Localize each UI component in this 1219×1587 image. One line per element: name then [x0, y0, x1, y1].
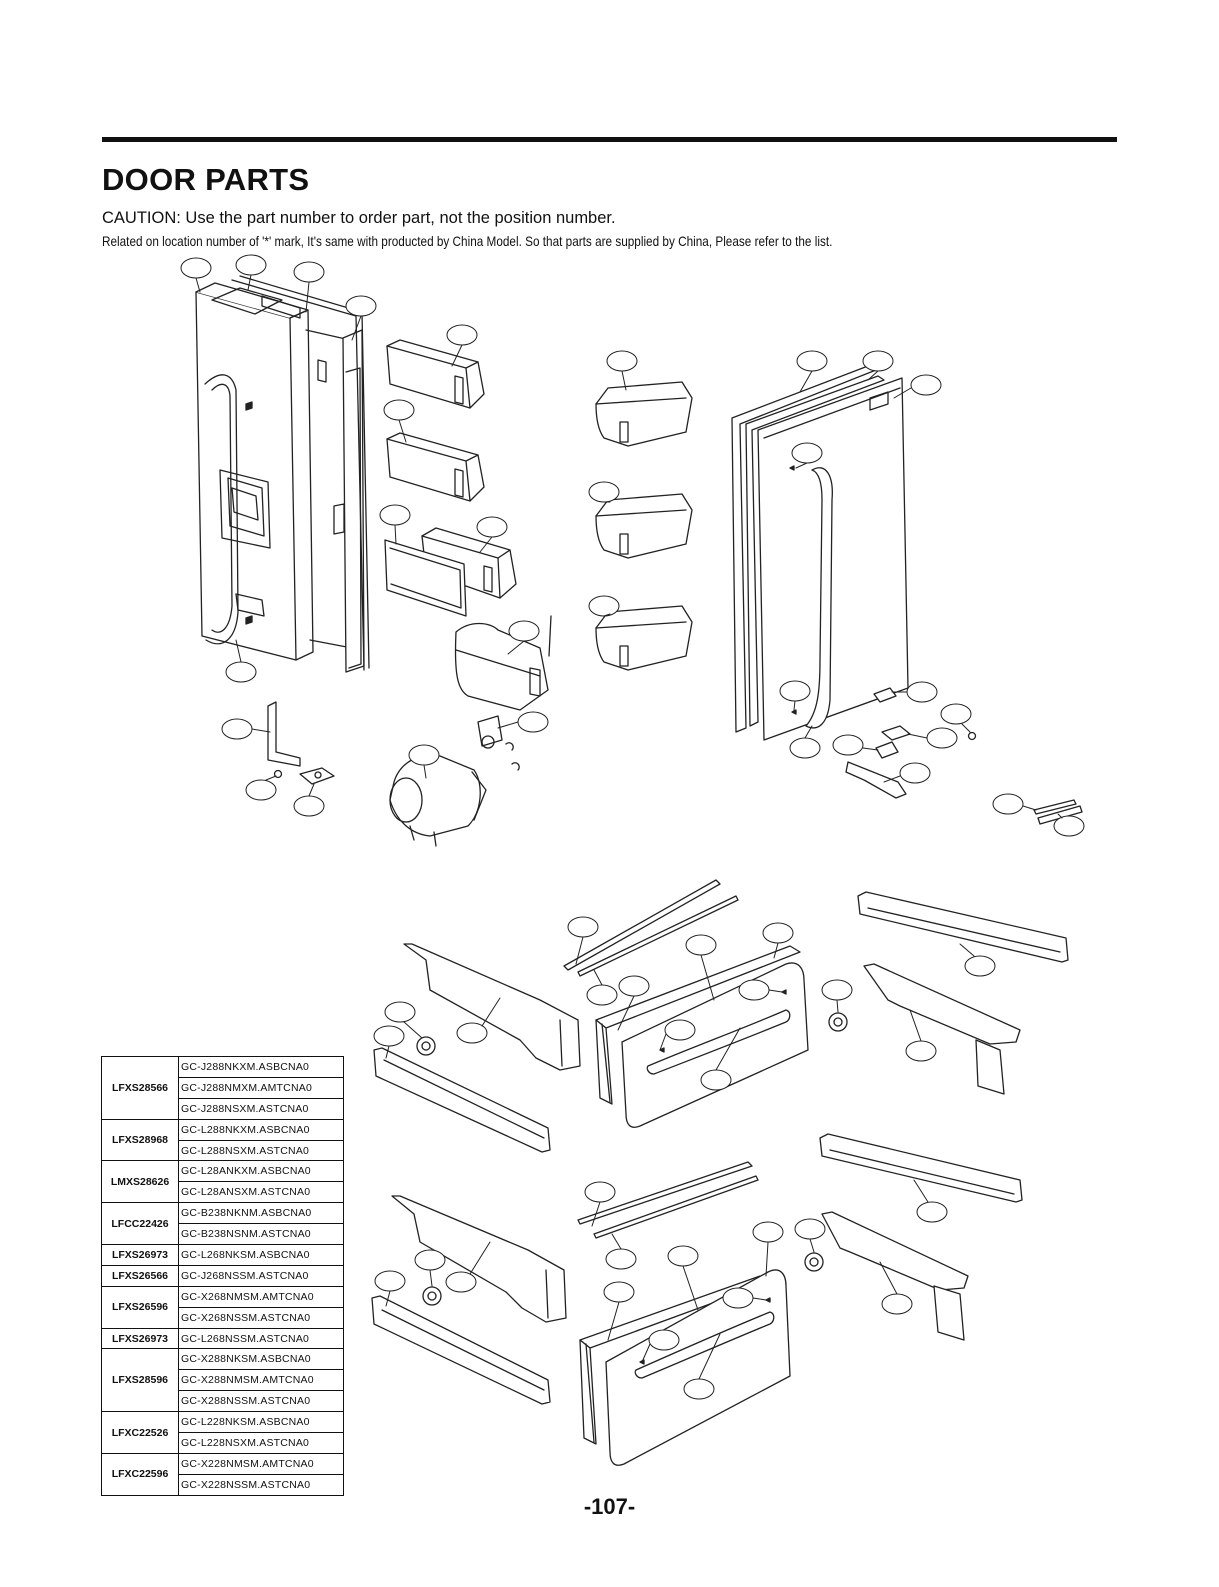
china-model-code-cell: GC-X268NSSM.ASTCNA0 [178, 1306, 344, 1329]
table-row: GC-X228NSSM.ASTCNA0 [102, 1473, 344, 1496]
china-model-code-cell: GC-L288NKXM.ASBCNA0 [178, 1118, 344, 1141]
table-row: GC-X288NMSM.AMTCNA0 [102, 1369, 344, 1392]
table-row: GC-L288NSXM.ASTCNA0 [102, 1139, 344, 1162]
model-number-cell: LFXS26973 [101, 1327, 179, 1350]
table-row: GC-J288NSXM.ASTCNA0 [102, 1097, 344, 1120]
model-number-cell: LFCC22426 [101, 1202, 179, 1246]
model-number-cell: LFXC22596 [101, 1452, 179, 1496]
model-number-cell: LFXC22526 [101, 1411, 179, 1454]
model-number-cell: LFXS26973 [101, 1244, 179, 1266]
china-model-code-cell: GC-L288NSXM.ASTCNA0 [178, 1139, 344, 1162]
left-door-assembly [195, 282, 365, 673]
model-number-cell: LFXS26596 [101, 1285, 179, 1329]
model-number-cell: LFXS28968 [101, 1118, 179, 1162]
table-row: GC-L228NSXM.ASTCNA0 [102, 1432, 344, 1454]
table-row: GC-J288NMXM.AMTCNA0 [102, 1076, 344, 1099]
china-model-code-cell: GC-J288NKXM.ASBCNA0 [178, 1056, 344, 1078]
china-model-code-cell: GC-J288NSXM.ASTCNA0 [178, 1097, 344, 1120]
right-door-bins [595, 381, 693, 671]
page-title: DOOR PARTS [102, 162, 310, 197]
table-row: GC-X268NSSM.ASTCNA0 [102, 1306, 344, 1329]
model-number-cell: LMXS28626 [101, 1160, 179, 1204]
right-door-assembly [731, 365, 909, 741]
china-model-code-cell: GC-X228NMSM.AMTCNA0 [178, 1452, 344, 1475]
right-hinge-parts [845, 687, 1083, 825]
china-model-code-cell: GC-B238NKNM.ASBCNA0 [178, 1202, 344, 1225]
china-model-code-cell: GC-B238NSNM.ASTCNA0 [178, 1223, 344, 1246]
table-row: GC-B238NSNM.ASTCNA0 [102, 1223, 344, 1246]
left-gasket [231, 279, 365, 671]
china-model-code-cell: GC-X288NSSM.ASTCNA0 [178, 1390, 344, 1413]
china-model-code-cell: GC-L268NSSM.ASTCNA0 [178, 1327, 344, 1350]
callout-balloons [180, 254, 1085, 1400]
china-model-code-cell: GC-X268NMSM.AMTCNA0 [178, 1285, 344, 1308]
china-model-code-cell: GC-J288NMXM.AMTCNA0 [178, 1076, 344, 1099]
left-door-bins [384, 339, 552, 711]
page-number: -107- [583, 1494, 636, 1519]
model-number-cell: LFXS28566 [101, 1056, 179, 1120]
caution-text: CAUTION: Use the part number to order pa… [102, 209, 616, 227]
model-number-cell: LFXS26566 [101, 1264, 179, 1287]
upper-drawer-assembly [373, 879, 1069, 1153]
china-model-code-cell: GC-X288NKSM.ASBCNA0 [178, 1348, 344, 1371]
china-model-code-cell: GC-L268NKSM.ASBCNA0 [178, 1244, 344, 1266]
china-model-code-cell: GC-L28ANKXM.ASBCNA0 [178, 1160, 344, 1183]
china-model-code-cell: GC-X288NMSM.AMTCNA0 [178, 1369, 344, 1392]
table-row: GC-X288NSSM.ASTCNA0 [102, 1390, 344, 1413]
model-number-cell: LFXS28596 [101, 1348, 179, 1413]
left-small-parts [267, 701, 520, 847]
lower-drawer-assembly [371, 1133, 1023, 1466]
table-row: GC-L28ANSXM.ASTCNA0 [102, 1181, 344, 1204]
related-note: Related on location number of '*' mark, … [102, 233, 833, 249]
china-model-code-cell: GC-J268NSSM.ASTCNA0 [178, 1264, 344, 1287]
china-model-code-cell: GC-L28ANSXM.ASTCNA0 [178, 1181, 344, 1204]
china-model-code-cell: GC-L228NSXM.ASTCNA0 [178, 1432, 344, 1454]
china-model-code-cell: GC-L228NKSM.ASBCNA0 [178, 1411, 344, 1434]
header-rule [102, 137, 1117, 142]
china-model-code-cell: GC-X228NSSM.ASTCNA0 [178, 1473, 344, 1496]
